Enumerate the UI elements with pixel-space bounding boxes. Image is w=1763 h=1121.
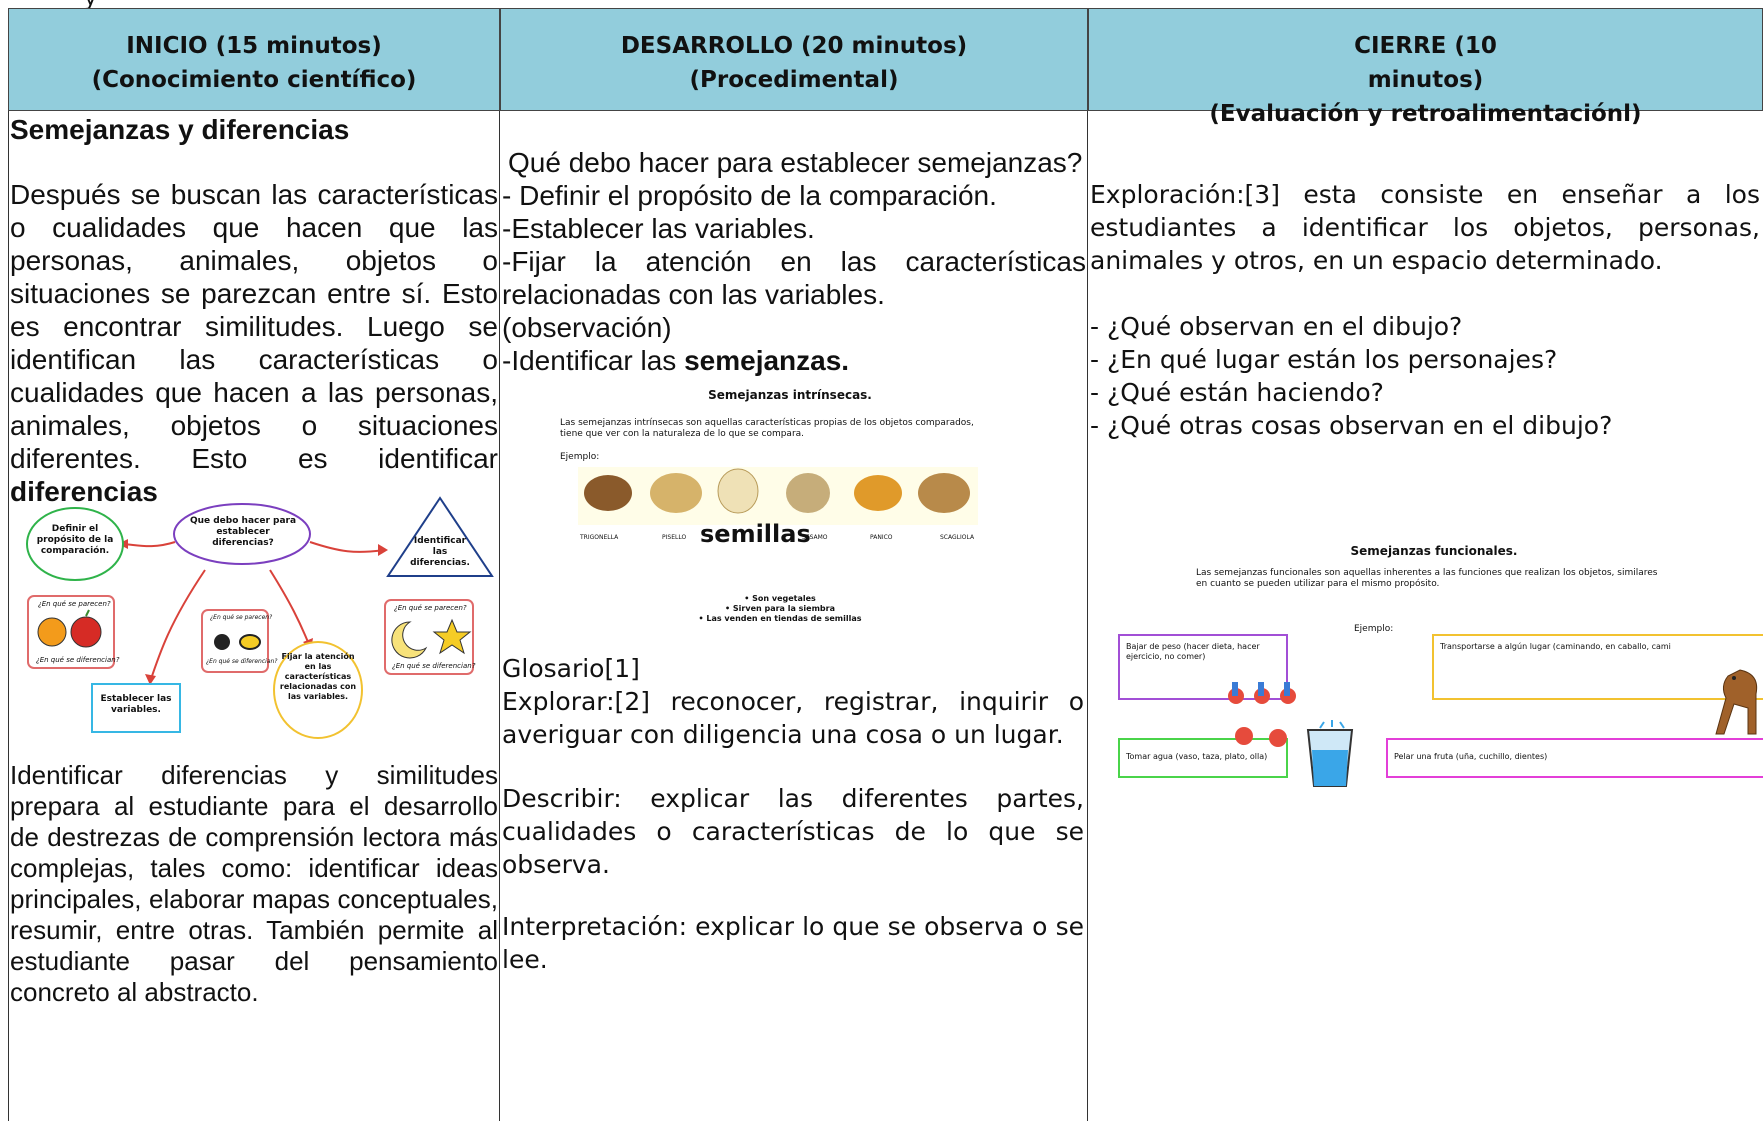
seed-label-2: PISELLO xyxy=(662,534,687,541)
seed-bullet-1-text: Son vegetales xyxy=(752,594,816,603)
seeds-strip xyxy=(578,467,978,525)
desarrollo-step-5-text: -Identificar las xyxy=(502,345,685,376)
desarrollo-step-2: -Establecer las variables. xyxy=(502,213,815,244)
seed-bullet-2: • Sirven para la siembra xyxy=(725,604,835,613)
diagram-center-label: Que debo hacer para establecer diferenci… xyxy=(189,516,297,548)
func-box-3: Tomar agua (vaso, taza, plato, olla) xyxy=(1118,738,1288,778)
header-inicio-line1: INICIO (15 minutos) xyxy=(126,33,382,59)
horse-illustration xyxy=(1715,669,1758,735)
figure-funcionales-example: Ejemplo: xyxy=(1354,624,1394,634)
seed-label-1: TRIGONELLA xyxy=(580,534,619,541)
diagram-bottom-right-label: Fijar la atención en las características… xyxy=(279,652,357,701)
header-cierre-line3: (Evaluación y retroalimentaciónl) xyxy=(1209,101,1642,127)
header-cierre-line2: minutos) xyxy=(1367,67,1484,93)
cierre-question-2: - ¿En qué lugar están los personajes? xyxy=(1090,345,1558,374)
diagram-q1-a: ¿En qué se parecen? xyxy=(38,600,111,608)
top-fragment: y xyxy=(84,0,97,11)
desarrollo-step-5: -Identificar las semejanzas. xyxy=(502,344,849,377)
cierre-question-1: - ¿Qué observan en el dibujo? xyxy=(1090,312,1463,341)
inicio-paragraph-1: Después se buscan las características o … xyxy=(10,178,498,508)
seed-pile-2 xyxy=(650,473,702,513)
header-desarrollo: DESARROLLO (20 minutos) (Procedimental) xyxy=(500,8,1088,111)
diagram-differences: Que debo hacer para establecer diferenci… xyxy=(10,472,498,757)
seeds-center-word: semillas xyxy=(700,520,811,548)
figure-intrinsecas-title: Semejanzas intrínsecas. xyxy=(708,388,872,402)
diagram-q1-c: ¿En qué se parecen? xyxy=(394,604,467,612)
seed-bullet-1: • Son vegetales xyxy=(744,594,816,603)
diagram-q2-a: ¿En qué se diferencian? xyxy=(36,656,120,664)
inicio-title: Semejanzas y diferencias xyxy=(10,114,350,145)
desarrollo-step-1: - Definir el propósito de la comparación… xyxy=(502,180,997,211)
diagram-right-label: Identificar las diferencias. xyxy=(410,536,470,568)
seed-pile-4 xyxy=(786,473,830,513)
seed-bullet-2-text: Sirven para la siembra xyxy=(732,604,835,613)
diagram-bottom-left-label: Establecer las variables. xyxy=(100,694,172,715)
header-desarrollo-line1: DESARROLLO (20 minutos) xyxy=(620,33,968,59)
glass-of-water-illustration xyxy=(1306,720,1354,787)
header-cierre: CIERRE (10 minutos) (Evaluación y retroa… xyxy=(1088,8,1763,127)
func-box-2: Transportarse a algún lugar (caminando, … xyxy=(1432,634,1763,700)
inicio-paragraph-2: Identificar diferencias y similitudes pr… xyxy=(10,760,498,1007)
border-left xyxy=(8,111,9,1121)
seed-pile-3 xyxy=(717,468,759,514)
func-box-4: Pelar una fruta (uña, cuchillo, dientes) xyxy=(1386,738,1763,778)
header-desarrollo-line2: (Procedimental) xyxy=(689,67,899,93)
diagram-svg xyxy=(26,496,494,739)
func-box-3-text: Tomar agua (vaso, taza, plato, olla) xyxy=(1126,752,1268,761)
seed-label-4: PANICO xyxy=(870,534,893,541)
desarrollo-explorar: Explorar:[2] reconocer, registrar, inqui… xyxy=(502,687,1084,749)
header-inicio-line2: (Conocimiento científico) xyxy=(91,67,417,93)
seed-pile-1 xyxy=(584,475,632,511)
exercise-illustration xyxy=(1228,682,1296,747)
diagram-q2-b: ¿En qué se diferencian? xyxy=(206,658,278,665)
func-box-1-text: Bajar de peso (hacer dieta, hacer ejerci… xyxy=(1126,642,1260,661)
diagram-q1-b: ¿En qué se parecen? xyxy=(210,614,273,621)
seed-label-5: SCAGLIOLA xyxy=(940,534,975,541)
header-inicio: INICIO (15 minutos) (Conocimiento cientí… xyxy=(8,8,500,111)
cierre-exploracion: Exploración:[3] esta consiste en enseñar… xyxy=(1090,180,1760,275)
figure-funcionales-title: Semejanzas funcionales. xyxy=(1350,544,1518,558)
seed-bullet-3: • Las venden en tiendas de semillas xyxy=(698,614,862,623)
desarrollo-question: Qué debo hacer para establecer semejanza… xyxy=(508,147,1083,178)
desarrollo-glosario: Glosario[1] xyxy=(502,654,640,683)
func-box-2-text: Transportarse a algún lugar (caminando, … xyxy=(1440,642,1671,651)
seed-pile-5 xyxy=(854,475,902,511)
inicio-paragraph-1-text: Después se buscan las características o … xyxy=(10,179,498,474)
desarrollo-describir: Describir: explicar las diferentes parte… xyxy=(502,784,1084,879)
figure-intrinsecas-desc: Las semejanzas intrínsecas son aquellas … xyxy=(560,418,974,439)
border-mid1 xyxy=(499,111,500,1121)
figure-semejanzas-intrinsecas: Semejanzas intrínsecas. Las semejanzas i… xyxy=(540,382,1040,632)
diagram-left-label: Definir el propósito de la comparación. xyxy=(36,524,114,556)
border-mid2 xyxy=(1087,111,1088,1121)
header-cierre-line1: CIERRE (10 xyxy=(1354,33,1497,59)
seed-bullet-3-text: Las venden en tiendas de semillas xyxy=(706,614,862,623)
inicio-paragraph-1-bold: diferencias xyxy=(10,476,158,507)
func-box-4-text: Pelar una fruta (uña, cuchillo, dientes) xyxy=(1394,752,1548,761)
figure-intrinsecas-example: Ejemplo: xyxy=(560,452,600,462)
seed-pile-6 xyxy=(918,473,970,513)
desarrollo-step-3: -Fijar la atención en las característica… xyxy=(502,246,1086,310)
seed-label-3: SESAMO xyxy=(802,534,828,541)
cierre-question-3: - ¿Qué están haciendo? xyxy=(1090,378,1384,407)
figure-semejanzas-funcionales: Semejanzas funcionales. Las semejanzas f… xyxy=(1114,536,1763,836)
figure-funcionales-desc: Las semejanzas funcionales son aquellas … xyxy=(1196,568,1658,589)
desarrollo-step-5-bold: semejanzas. xyxy=(684,345,850,376)
diagram-q2-c: ¿En qué se diferencian? xyxy=(392,662,476,670)
desarrollo-interpretacion: Interpretación: explicar lo que se obser… xyxy=(502,912,1084,974)
cierre-question-4: - ¿Qué otras cosas observan en el dibujo… xyxy=(1090,411,1613,440)
desarrollo-step-4: (observación) xyxy=(502,312,672,343)
